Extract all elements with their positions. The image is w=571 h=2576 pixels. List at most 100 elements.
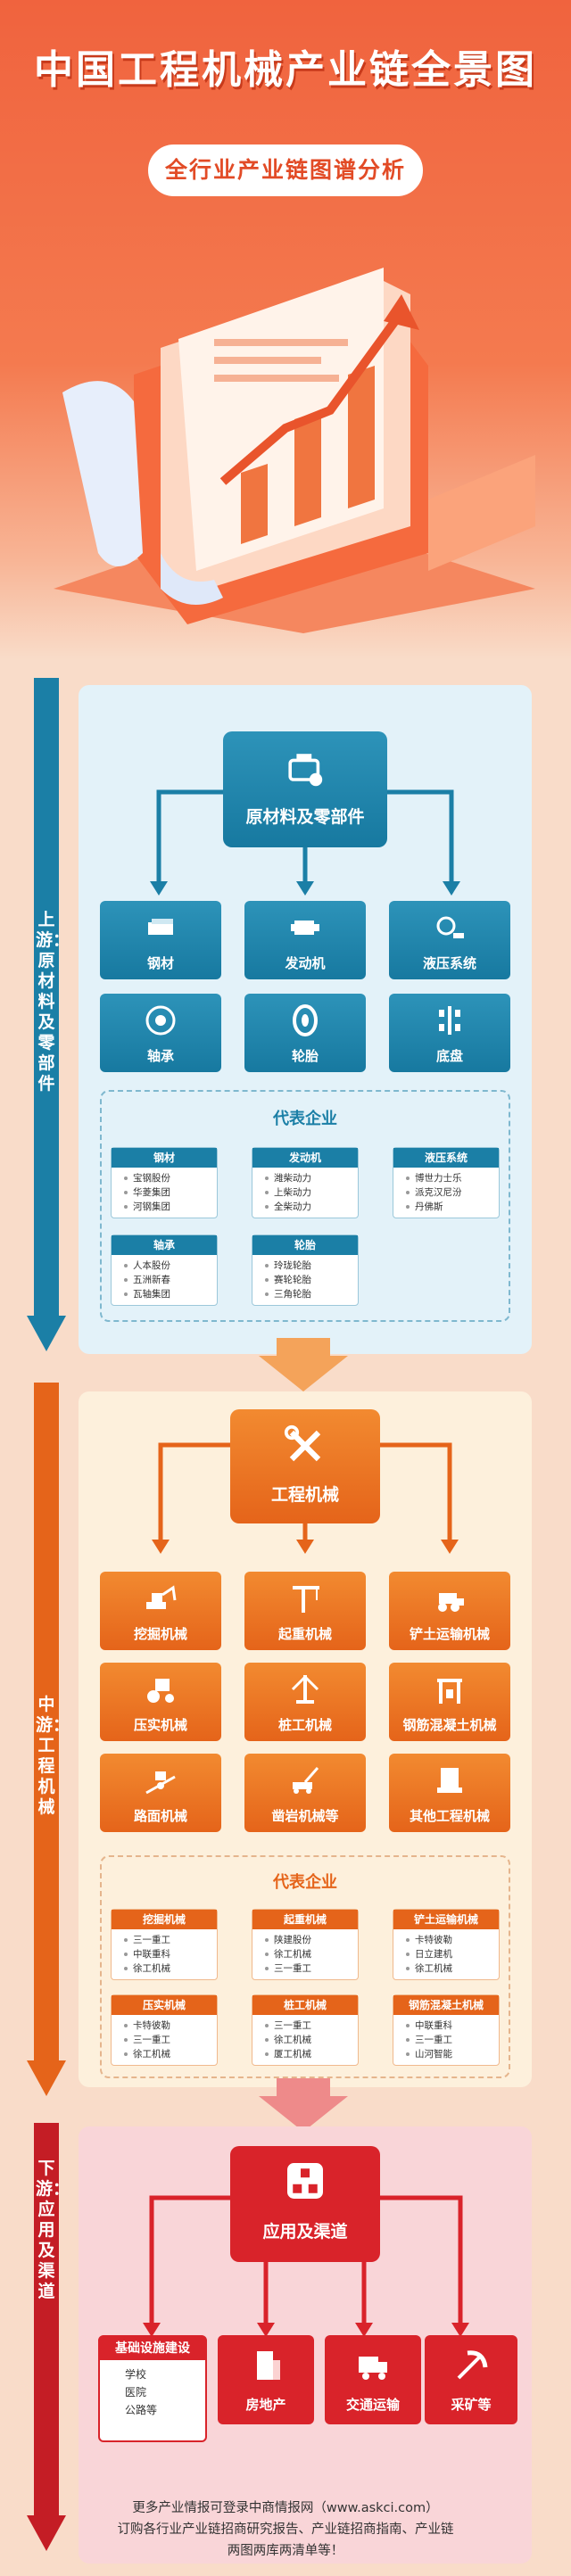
upstream-item: 液压系统 xyxy=(389,901,510,979)
truck-icon xyxy=(359,2357,387,2380)
upstream-rep-card: 轮胎玲珑轮胎赛轮轮胎三角轮胎 xyxy=(252,1234,359,1306)
downstream-main-node: 应用及渠道 xyxy=(230,2146,380,2262)
footer-line: 两图两库两清单等！ xyxy=(227,2544,344,2558)
rep-company: 玲珑轮胎 xyxy=(252,1259,358,1273)
midstream-rep-card: 挖掘机械三一重工中联重科徐工机械 xyxy=(111,1909,218,1980)
rep-card-title: 铲土运输机械 xyxy=(393,1910,499,1929)
upstream-main-node: 原材料及零部件 xyxy=(223,731,387,847)
rep-company: 瓦轴集团 xyxy=(112,1287,217,1301)
footer-line: 订购各行业产业链招商研究报告、产业链招商指南、产业链 xyxy=(117,2522,454,2537)
upstream-connectors xyxy=(150,789,460,896)
rep-card-title: 发动机 xyxy=(252,1148,358,1168)
downstream-item: 采矿等 xyxy=(425,2335,517,2424)
midstream-to-downstream-arrow xyxy=(259,2078,348,2132)
midstream-rep-card: 压实机械卡特彼勒三一重工徐工机械 xyxy=(111,1994,218,2066)
rep-company: 博世力士乐 xyxy=(393,1171,499,1185)
stage-flow-arrows xyxy=(27,678,66,2551)
rep-card-title: 挖掘机械 xyxy=(112,1910,217,1929)
upstream-rep-card: 轴承人本股份五洲新春瓦轴集团 xyxy=(111,1234,218,1306)
rep-company: 潍柴动力 xyxy=(252,1171,358,1185)
loader-icon xyxy=(438,1593,464,1612)
midstream-item: 凿岩机械等 xyxy=(244,1754,366,1832)
rep-company: 日立建机 xyxy=(393,1947,499,1961)
rep-card-title: 桩工机械 xyxy=(252,1995,358,2015)
steel-icon xyxy=(148,919,173,935)
upstream-item-label: 底盘 xyxy=(435,1048,463,1064)
rep-card-title: 起重机械 xyxy=(252,1910,358,1929)
downstream-item: 交通运输 xyxy=(325,2335,421,2424)
downstream-item-label: 交通运输 xyxy=(345,2397,400,2413)
midstream-rep-title: 代表企业 xyxy=(273,1873,337,1892)
rep-company: 徐工机械 xyxy=(252,2033,358,2047)
rep-card-title: 钢筋混凝土机械 xyxy=(393,1995,499,2015)
rep-company: 中联重科 xyxy=(393,2019,499,2033)
midstream-rep-box xyxy=(100,1855,510,2078)
hydraulic-icon xyxy=(436,916,464,938)
upstream-item-label: 液压系统 xyxy=(422,955,476,971)
midstream-item: 铲土运输机械 xyxy=(389,1572,510,1650)
tire-icon xyxy=(293,1004,318,1036)
wrench-screwdriver-icon xyxy=(284,1424,321,1462)
hero-banner: 中国工程机械产业链全景图 全行业产业链图谱分析 xyxy=(0,0,571,660)
midstream-main-label: 工程机械 xyxy=(270,1485,339,1505)
upstream-item: 钢材 xyxy=(100,901,221,979)
midstream-rep-card: 铲土运输机械卡特彼勒日立建机徐工机械 xyxy=(393,1909,500,1980)
rep-company: 徐工机械 xyxy=(112,1961,217,1976)
upstream-item-label: 轴承 xyxy=(146,1048,174,1064)
midstream-stage-label: 中游：工程机械 xyxy=(36,1695,70,1817)
footer: 更多产业情报可登录中商情报网（www.askci.com） 订购各行业产业链招商… xyxy=(36,2498,535,2562)
upstream-item: 发动机 xyxy=(244,901,366,979)
rep-company: 三一重工 xyxy=(252,1961,358,1976)
rep-card-title: 压实机械 xyxy=(112,1995,217,2015)
midstream-connectors xyxy=(152,1442,459,1554)
channel-network-icon xyxy=(287,2163,323,2199)
upstream-rep-card: 钢材宝钢股份华菱集团河钢集团 xyxy=(111,1147,218,1218)
infra-card: 基础设施建设 学校 医院 公路等 xyxy=(98,2335,207,2442)
midstream-item: 其他工程机械 xyxy=(389,1754,510,1832)
rep-company: 中联重科 xyxy=(112,1947,217,1961)
engine-part-icon xyxy=(288,754,323,787)
midstream-main-node: 工程机械 xyxy=(230,1409,380,1523)
midstream-item: 钢筋混凝土机械 xyxy=(389,1663,510,1741)
rock-drill-icon xyxy=(293,1767,319,1794)
page-subtitle: 全行业产业链图谱分析 xyxy=(148,144,423,196)
rep-company: 上柴动力 xyxy=(252,1185,358,1200)
rep-card-title: 轴承 xyxy=(112,1235,217,1255)
midstream-item-label: 起重机械 xyxy=(277,1626,332,1642)
rep-company: 徐工机械 xyxy=(112,2047,217,2061)
upstream-item: 底盘 xyxy=(389,994,510,1072)
rep-company: 山河智能 xyxy=(393,2047,499,2061)
upstream-item: 轮胎 xyxy=(244,994,366,1072)
infra-card-title: 基础设施建设 xyxy=(100,2337,205,2360)
midstream-item-label: 路面机械 xyxy=(133,1808,187,1824)
building-icon xyxy=(257,2351,280,2380)
infra-item: 医院 xyxy=(125,2386,147,2398)
midstream-item: 起重机械 xyxy=(244,1572,366,1650)
upstream-item-label: 轮胎 xyxy=(291,1048,319,1064)
midstream-item-label: 钢筋混凝土机械 xyxy=(402,1717,497,1733)
crane-icon xyxy=(293,1586,319,1613)
rep-company: 人本股份 xyxy=(112,1259,217,1273)
excavator-icon xyxy=(146,1585,177,1609)
rep-company: 赛轮轮胎 xyxy=(252,1273,358,1287)
hero-illustration xyxy=(54,268,535,633)
rep-company: 三一重工 xyxy=(393,2033,499,2047)
rep-company: 宝钢股份 xyxy=(112,1171,217,1185)
rep-company: 华菱集团 xyxy=(112,1185,217,1200)
upstream-rep-card: 液压系统博世力士乐派克汉尼汾丹佛斯 xyxy=(393,1147,500,1218)
rep-company: 全柴动力 xyxy=(252,1200,358,1214)
midstream-item-label: 压实机械 xyxy=(133,1717,187,1733)
pickaxe-icon xyxy=(457,2350,488,2380)
rep-company: 陕建股份 xyxy=(252,1933,358,1947)
rep-company: 徐工机械 xyxy=(393,1961,499,1976)
other-machinery-icon xyxy=(437,1768,462,1793)
rep-company: 卡特彼勒 xyxy=(393,1933,499,1947)
upstream-to-midstream-arrow xyxy=(259,1338,348,1391)
midstream-rep-card: 钢筋混凝土机械中联重科三一重工山河智能 xyxy=(393,1994,500,2066)
rep-card-title: 钢材 xyxy=(112,1148,217,1168)
upstream-stage-label: 上游：原材料及零部件 xyxy=(36,910,70,1094)
footer-line: 更多产业情报可登录中商情报网（www.askci.com） xyxy=(132,2501,439,2515)
rep-company: 三一重工 xyxy=(112,2033,217,2047)
upstream-rep-card: 发动机潍柴动力上柴动力全柴动力 xyxy=(252,1147,359,1218)
rep-company: 徐工机械 xyxy=(252,1947,358,1961)
